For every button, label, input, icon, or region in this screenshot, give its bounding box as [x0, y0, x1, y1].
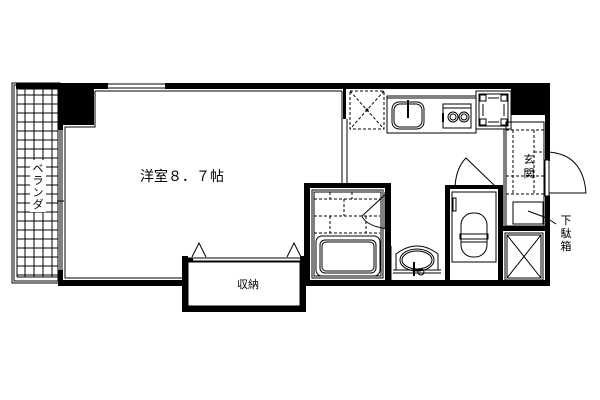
shoe-box-label-2: 駄	[561, 226, 572, 240]
refrigerator-space	[475, 90, 512, 130]
storage-cabinet	[504, 232, 544, 281]
kitchen-counter	[349, 90, 512, 134]
closet-door-left	[191, 241, 207, 258]
balcony-label-1: ベ	[33, 162, 44, 175]
bathtub	[315, 235, 381, 277]
washbasin	[390, 245, 441, 280]
western-room-outline	[57, 90, 348, 279]
storage-label: 収納	[237, 278, 259, 291]
balcony-label-2: ラ	[33, 174, 44, 187]
window-top	[108, 83, 165, 89]
closet-door-right	[286, 241, 302, 258]
shoe-box-label-3: 箱	[561, 239, 572, 253]
entrance-label-1: 玄	[524, 152, 535, 166]
entrance	[503, 121, 587, 227]
toilet-room	[451, 157, 497, 263]
shoe-box-label-1: 下	[561, 214, 572, 227]
washing-machine-space	[349, 90, 385, 130]
balcony-label-3: ン	[33, 186, 44, 199]
bathroom	[311, 189, 389, 279]
western-room-label: 洋室８．７帖	[140, 168, 224, 185]
shoe-box	[512, 201, 544, 225]
entrance-label-2: 関	[524, 167, 535, 180]
balcony: ベ ラ ン ダ	[11, 82, 61, 284]
balcony-label-4: ダ	[33, 197, 44, 211]
bath-washing-area	[314, 192, 380, 234]
toilet	[460, 212, 488, 258]
storage-closet	[186, 241, 302, 307]
